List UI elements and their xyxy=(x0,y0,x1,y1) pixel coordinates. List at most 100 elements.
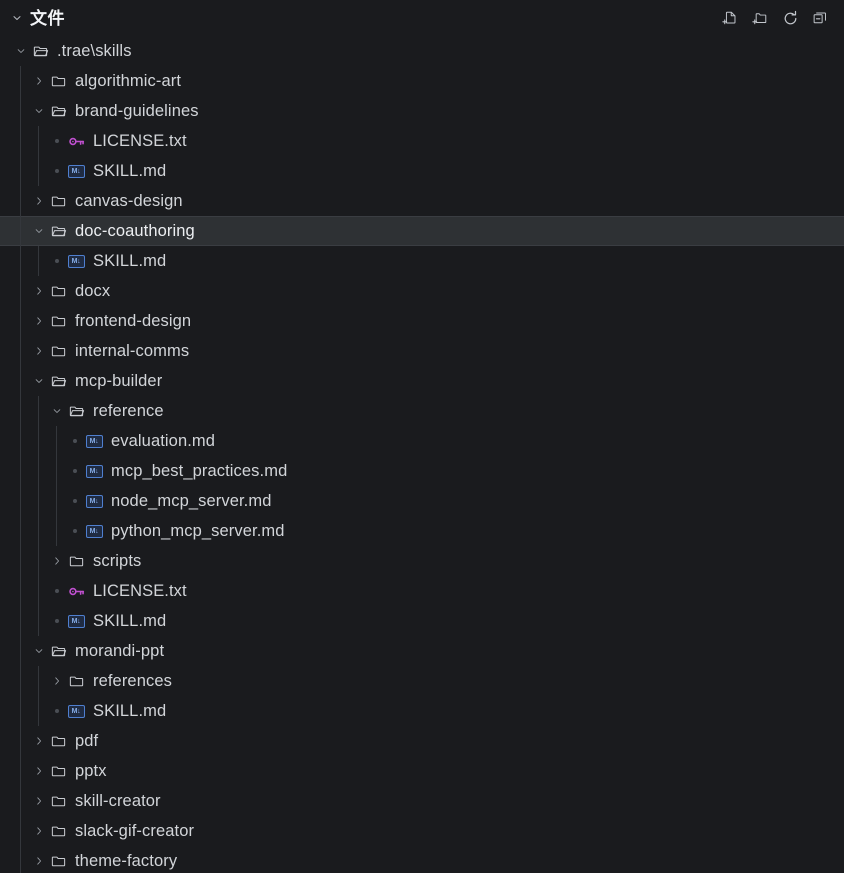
chevron-right-icon[interactable] xyxy=(30,822,48,840)
tree-row-file[interactable]: M↓SKILL.md xyxy=(0,696,844,726)
tree-row-folder[interactable]: references xyxy=(0,666,844,696)
tree-row-content: LICENSE.txt xyxy=(0,132,187,150)
chevron-down-icon[interactable] xyxy=(30,642,48,660)
file-tree[interactable]: .trae\skills algorithmic-art brand-guideli… xyxy=(0,36,844,873)
leaf-dot-icon xyxy=(48,582,66,600)
tree-row-folder[interactable]: pdf xyxy=(0,726,844,756)
tree-row-label: scripts xyxy=(93,551,142,570)
chevron-right-icon[interactable] xyxy=(48,672,66,690)
tree-row-content: skill-creator xyxy=(0,792,161,810)
tree-row-label: pdf xyxy=(75,731,99,750)
tree-row-file[interactable]: M↓ SKILL.md xyxy=(0,246,844,276)
tree-row-folder[interactable]: morandi-ppt xyxy=(0,636,844,666)
tree-row-file[interactable]: M↓evaluation.md xyxy=(0,426,844,456)
tree-row-label: slack-gif-creator xyxy=(75,821,195,840)
leaf-dot-icon xyxy=(48,702,66,720)
tree-row-file[interactable]: LICENSE.txt xyxy=(0,126,844,156)
folder-icon xyxy=(48,192,68,210)
tree-row-folder[interactable]: skill-creator xyxy=(0,786,844,816)
leaf-dot-icon xyxy=(66,492,84,510)
tree-row-label: python_mcp_server.md xyxy=(111,521,285,540)
tree-row-file[interactable]: M↓SKILL.md xyxy=(0,606,844,636)
chevron-down-icon[interactable] xyxy=(30,372,48,390)
folder-icon xyxy=(48,312,68,330)
folder-icon xyxy=(48,852,68,870)
tree-row-folder[interactable]: pptx xyxy=(0,756,844,786)
explorer-toolbar xyxy=(720,8,830,28)
folder-open-icon xyxy=(48,222,68,240)
tree-row-file[interactable]: M↓SKILL.md xyxy=(0,156,844,186)
tree-row-content: M↓ python_mcp_server.md xyxy=(0,522,285,540)
tree-row-file[interactable]: LICENSE.txt xyxy=(0,576,844,606)
indent-guides xyxy=(0,756,844,786)
tree-row-label: mcp_best_practices.md xyxy=(111,461,288,480)
tree-row-content: docx xyxy=(0,282,110,300)
collapse-all-button[interactable] xyxy=(810,8,830,28)
tree-row-file[interactable]: M↓node_mcp_server.md xyxy=(0,486,844,516)
tree-row-label: reference xyxy=(93,401,164,420)
tree-row-file[interactable]: M↓mcp_best_practices.md xyxy=(0,456,844,486)
chevron-right-icon[interactable] xyxy=(30,342,48,360)
chevron-right-icon[interactable] xyxy=(30,312,48,330)
tree-row-folder[interactable]: canvas-design xyxy=(0,186,844,216)
tree-row-folder[interactable]: .trae\skills xyxy=(0,36,844,66)
tree-row-content: references xyxy=(0,672,172,690)
tree-row-label: SKILL.md xyxy=(93,251,167,270)
new-folder-button[interactable] xyxy=(750,8,770,28)
tree-row-folder[interactable]: algorithmic-art xyxy=(0,66,844,96)
chevron-right-icon[interactable] xyxy=(30,192,48,210)
chevron-down-icon[interactable] xyxy=(10,11,24,25)
chevron-right-icon[interactable] xyxy=(30,732,48,750)
refresh-button[interactable] xyxy=(780,8,800,28)
folder-icon xyxy=(48,732,68,750)
chevron-down-icon[interactable] xyxy=(12,42,30,60)
tree-row-folder[interactable]: frontend-design xyxy=(0,306,844,336)
chevron-right-icon[interactable] xyxy=(30,762,48,780)
tree-row-content: M↓SKILL.md xyxy=(0,702,166,720)
tree-row-content: LICENSE.txt xyxy=(0,582,187,600)
folder-icon xyxy=(48,342,68,360)
tree-row-folder[interactable]: scripts xyxy=(0,546,844,576)
chevron-right-icon[interactable] xyxy=(48,552,66,570)
chevron-right-icon[interactable] xyxy=(30,282,48,300)
tree-row-file[interactable]: M↓ python_mcp_server.md xyxy=(0,516,844,546)
leaf-dot-icon xyxy=(66,432,84,450)
chevron-down-icon[interactable] xyxy=(30,102,48,120)
tree-row-content: internal-comms xyxy=(0,342,189,360)
page-title: 文件 xyxy=(30,8,65,28)
chevron-right-icon[interactable] xyxy=(30,792,48,810)
markdown-badge: M↓ xyxy=(67,704,85,718)
tree-row-folder[interactable]: theme-factory xyxy=(0,846,844,873)
tree-row-content: doc-coauthoring xyxy=(0,222,195,240)
tree-row-content: brand-guidelines xyxy=(0,102,199,120)
new-file-button[interactable] xyxy=(720,8,740,28)
tree-row-folder[interactable]: mcp-builder xyxy=(0,366,844,396)
chevron-down-icon[interactable] xyxy=(30,222,48,240)
tree-row-label: frontend-design xyxy=(75,311,192,330)
tree-row-folder[interactable]: brand-guidelines xyxy=(0,96,844,126)
tree-row-folder[interactable]: slack-gif-creator xyxy=(0,816,844,846)
indent-guides xyxy=(0,276,844,306)
markdown-badge: M↓ xyxy=(67,254,85,268)
chevron-right-icon[interactable] xyxy=(30,852,48,870)
tree-row-folder[interactable]: internal-comms xyxy=(0,336,844,366)
tree-row-label: LICENSE.txt xyxy=(93,581,187,600)
explorer-panel-header: 文件 xyxy=(0,0,844,36)
tree-row-label: doc-coauthoring xyxy=(75,221,195,240)
tree-row-content: algorithmic-art xyxy=(0,72,181,90)
tree-row-folder[interactable]: doc-coauthoring xyxy=(0,216,844,246)
folder-icon xyxy=(66,672,86,690)
refresh-icon xyxy=(784,10,796,24)
tree-row-folder[interactable]: docx xyxy=(0,276,844,306)
markdown-icon: M↓ xyxy=(66,162,86,180)
folder-open-icon xyxy=(48,372,68,390)
tree-row-folder[interactable]: reference xyxy=(0,396,844,426)
leaf-dot-icon xyxy=(48,252,66,270)
chevron-right-icon[interactable] xyxy=(30,72,48,90)
key-icon xyxy=(66,132,86,150)
markdown-icon: M↓ xyxy=(84,522,104,540)
indent-guides xyxy=(0,726,844,756)
new-folder-icon xyxy=(752,13,767,25)
explorer-title-group[interactable]: 文件 xyxy=(10,10,720,27)
chevron-down-icon[interactable] xyxy=(48,402,66,420)
